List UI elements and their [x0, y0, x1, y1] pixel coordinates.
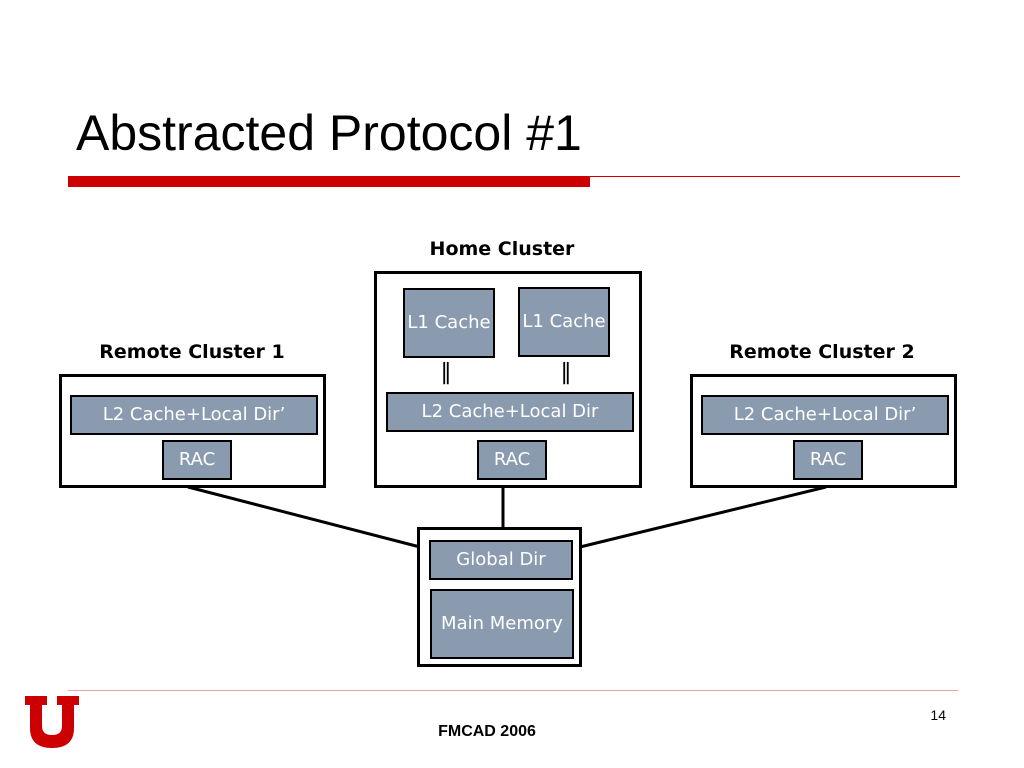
remote-cluster-1-l2-cache: L2 Cache+Local Dir’ — [70, 395, 318, 435]
link-remote1-to-memory — [187, 485, 421, 549]
home-cluster-label: Home Cluster — [429, 238, 575, 260]
home-l1-bus-right: ‖ — [560, 360, 572, 385]
home-l1-cache-left: L1 Cache — [403, 288, 495, 358]
home-l2-cache: L2 Cache+Local Dir — [386, 392, 634, 432]
remote-cluster-1-box: L2 Cache+Local Dir’ RAC — [59, 374, 326, 488]
home-cluster-box: L1 Cache L1 Cache ‖ ‖ L2 Cache+Local Dir… — [374, 271, 642, 488]
home-rac: RAC — [477, 440, 547, 480]
main-memory: Main Memory — [430, 589, 574, 659]
link-remote2-to-memory — [579, 485, 827, 549]
memory-node-box: Global Dir Main Memory — [417, 527, 582, 667]
remote-cluster-1-rac: RAC — [162, 440, 232, 480]
remote-cluster-1-label: Remote Cluster 1 — [99, 341, 285, 363]
footer-text: FMCAD 2006 — [438, 723, 536, 740]
university-logo-icon — [25, 696, 79, 748]
page-number: 14 — [930, 707, 946, 723]
remote-cluster-2-rac: RAC — [793, 440, 863, 480]
title-underline-line — [590, 176, 960, 177]
footer-divider — [68, 690, 958, 691]
home-l1-cache-right: L1 Cache — [518, 287, 610, 357]
slide-title: Abstracted Protocol #1 — [76, 105, 582, 161]
remote-cluster-2-l2-cache: L2 Cache+Local Dir’ — [701, 395, 949, 435]
remote-cluster-2-label: Remote Cluster 2 — [729, 341, 915, 363]
remote-cluster-2-box: L2 Cache+Local Dir’ RAC — [690, 374, 957, 488]
home-l1-bus-left: ‖ — [440, 360, 452, 385]
global-dir: Global Dir — [429, 540, 573, 580]
title-underline-bar — [68, 176, 590, 187]
